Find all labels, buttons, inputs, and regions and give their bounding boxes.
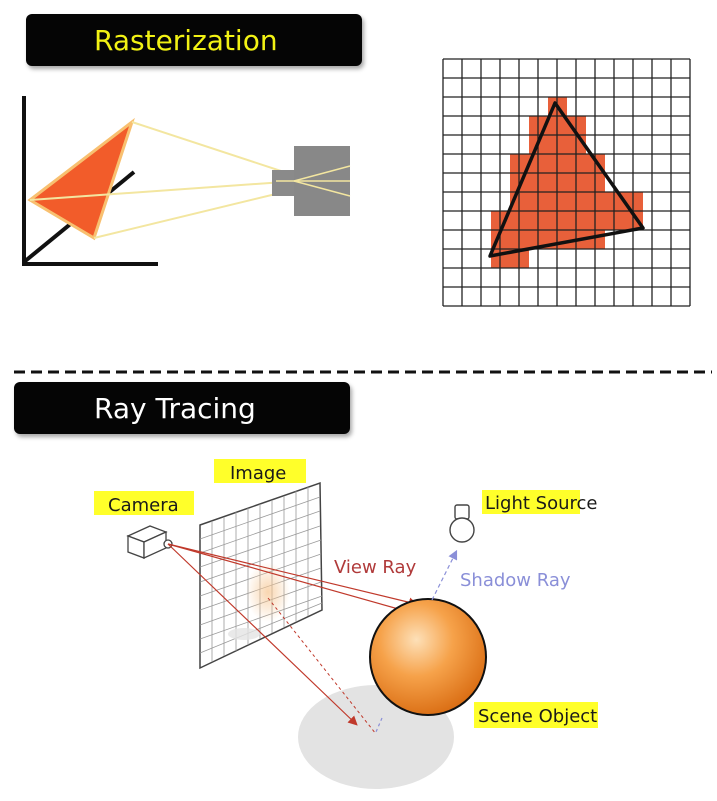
- projected-spot: [246, 562, 290, 622]
- rasterization-title: Rasterization: [94, 23, 278, 57]
- projection-line: [131, 121, 285, 173]
- scene-sphere: [369, 598, 487, 716]
- scene-object-label: Scene Object: [478, 706, 598, 727]
- image-highlight: [214, 459, 306, 483]
- projection-line: [29, 181, 285, 201]
- ray-tracing-scene: [126, 481, 487, 789]
- shadow-ray: [431, 549, 458, 601]
- view-ray: [167, 543, 403, 611]
- projected-triangle: [27, 117, 135, 241]
- view-ray: [167, 543, 419, 607]
- image-plane: [199, 481, 323, 670]
- shadow-ray-label: Shadow Ray: [460, 570, 571, 591]
- camera-highlight: [94, 491, 194, 515]
- rasterization-banner: Rasterization: [26, 14, 362, 66]
- view-ray: [167, 543, 358, 726]
- light-source-label: Light Source: [485, 493, 598, 514]
- projector-lens: [272, 170, 294, 196]
- camera-icon: [126, 525, 173, 560]
- pixel-grid: [442, 58, 691, 307]
- camera-label: Camera: [108, 495, 179, 516]
- view-ray-label: View Ray: [334, 557, 417, 578]
- triangle-outline: [488, 101, 645, 258]
- projection-line: [93, 191, 285, 239]
- light-bulb-icon: [449, 504, 475, 543]
- grid-lines: [442, 58, 691, 307]
- light-source-highlight: [482, 490, 580, 514]
- scene-object-highlight: [474, 702, 598, 728]
- image-label: Image: [230, 463, 287, 484]
- ray-tracing-banner: Ray Tracing: [14, 382, 350, 434]
- ray-tracing-title: Ray Tracing: [94, 391, 256, 425]
- projection-sketch: [22, 96, 351, 266]
